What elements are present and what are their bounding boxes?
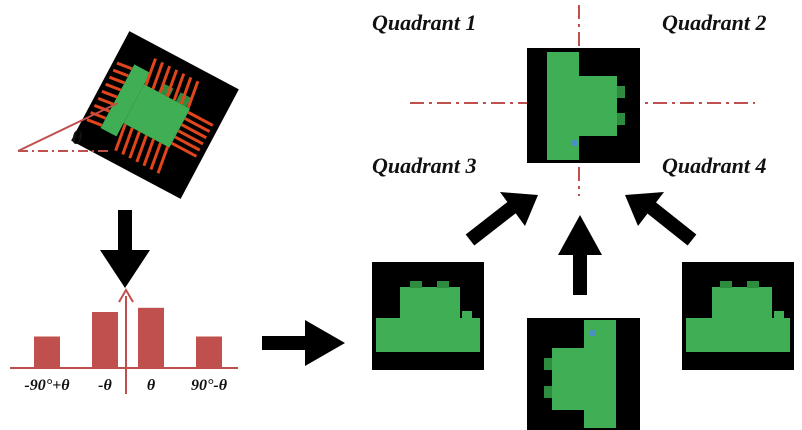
feature-spike (105, 82, 122, 92)
bottom-brick-image (527, 318, 640, 430)
feature-spike (151, 61, 164, 90)
feature-spike (90, 111, 107, 120)
feature-spike (93, 104, 111, 113)
arrow-up-left-icon (625, 192, 697, 246)
feature-spike (101, 89, 118, 99)
feature-spike (112, 68, 129, 78)
feature-spike (149, 142, 162, 170)
angle-indicator: θ (17, 102, 119, 152)
quadrant-3-brick-image (372, 262, 484, 370)
quadrant-4-brick-image (682, 262, 794, 370)
arrow-up-icon (558, 215, 602, 295)
quadrant-4-label: Quadrant 4 (662, 153, 767, 178)
feature-spike (165, 69, 179, 98)
feature-spike (121, 127, 134, 155)
histogram-bar (92, 312, 118, 368)
feature-spike (158, 65, 172, 94)
feature-spike (187, 110, 214, 127)
histogram-axis-arrow-icon (118, 288, 134, 303)
converging-arrows (465, 192, 697, 295)
histogram-bar (196, 336, 222, 368)
feature-spike (108, 75, 126, 85)
histogram-bar (34, 336, 60, 368)
feature-spike (86, 118, 103, 127)
theta-label: θ (72, 127, 83, 149)
feature-spike (156, 146, 170, 174)
center-brick-image (527, 48, 640, 163)
feature-spike (128, 131, 141, 159)
orientation-histogram: -90°+θ -θ θ 90°-θ (10, 288, 238, 394)
arrow-up-right-icon (465, 192, 538, 246)
feature-spike (114, 123, 127, 152)
arrow-right-icon (262, 320, 345, 366)
rotated-brick-image (71, 31, 239, 199)
histogram-label: θ (147, 377, 156, 394)
feature-spike (116, 61, 133, 71)
feature-spike (179, 76, 193, 105)
quadrant-2-label: Quadrant 2 (662, 10, 767, 35)
feature-spike (144, 58, 157, 86)
feature-spike (97, 96, 114, 106)
arrow-down-icon (100, 210, 150, 288)
quadrant-1-label: Quadrant 1 (372, 10, 477, 35)
histogram-bar (138, 307, 164, 368)
feature-spike (186, 80, 200, 109)
histogram-label: 90°-θ (191, 377, 228, 394)
feature-spike (177, 129, 204, 146)
feature-spike (184, 117, 211, 133)
quadrant-3-label: Quadrant 3 (372, 153, 477, 178)
feature-spike (180, 123, 208, 140)
histogram-label: -90°+θ (24, 377, 70, 394)
feature-spike (171, 141, 198, 158)
feature-spike (172, 73, 186, 101)
feature-spike (142, 138, 155, 167)
feature-spike (174, 135, 201, 152)
histogram-label: -θ (98, 377, 112, 394)
feature-spike (135, 134, 148, 163)
